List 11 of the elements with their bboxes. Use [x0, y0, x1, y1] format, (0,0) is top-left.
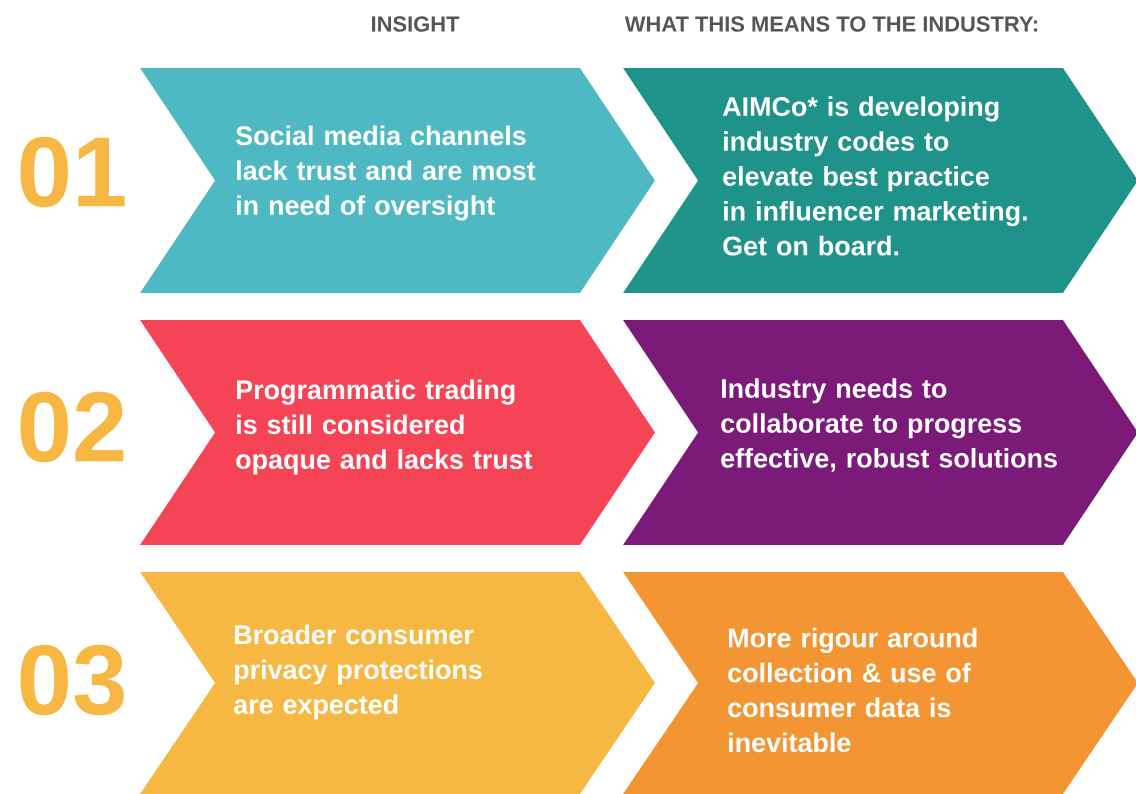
chevron-band: Broader consumer privacy protections are expected — [140, 572, 655, 794]
row-number: 01 — [20, 136, 125, 208]
chevron-band: Programmatic trading is still considered opaque and lacks trust — [140, 320, 655, 545]
column-heading: INSIGHT — [372, 16, 460, 32]
chevron-band: More rigour around collection & use of consumer data is inevitable — [623, 572, 1136, 794]
row-number: 03 — [20, 644, 124, 716]
chevron-band: Industry needs to collaborate to progress effective, robust solutions — [623, 320, 1136, 545]
column-heading: WHAT THIS MEANS TO THE INDUSTRY: — [624, 16, 1038, 32]
chevron-band: Social media channels lack trust and are most in need of oversight — [140, 68, 655, 293]
chevron-band: AIMCo* is developing industry codes to elevate best practice in influencer marketing. Get on board. — [623, 68, 1136, 293]
row-number: 02 — [20, 391, 124, 463]
